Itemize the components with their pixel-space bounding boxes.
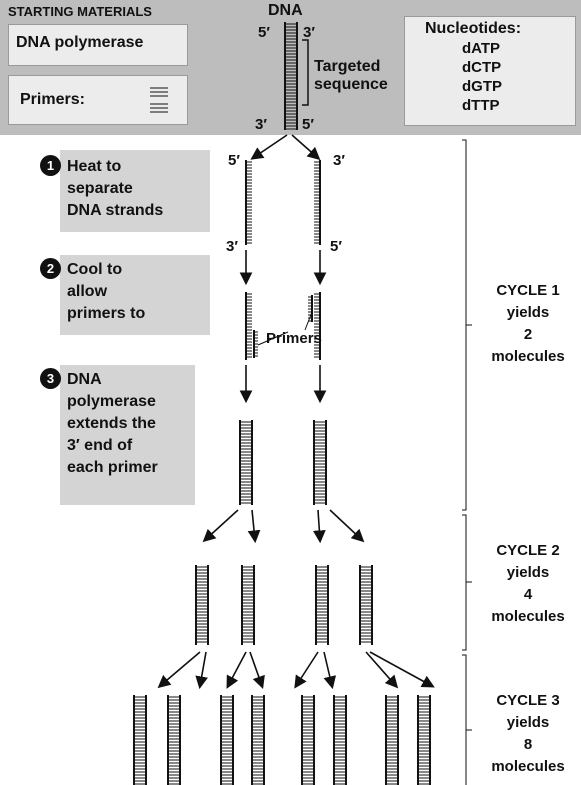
c3-arrow-4 <box>250 652 262 686</box>
cycle3-bracket <box>462 655 472 785</box>
c3-arrow-2 <box>200 652 206 686</box>
cycle1-dna-right-rungs <box>314 422 326 503</box>
cycle3-dna-3-rungs <box>221 697 233 784</box>
c3-arrow-5 <box>296 652 318 686</box>
c2-arrow-2 <box>252 510 255 540</box>
cycle2-dna-2-rungs <box>242 567 254 642</box>
cycle2-bracket <box>462 515 472 650</box>
c2-arrow-4 <box>330 510 362 540</box>
c3-arrow-3 <box>228 652 246 686</box>
cycle2-dna-1-rungs <box>196 567 208 642</box>
cycle2-dna-3-rungs <box>316 567 328 642</box>
arrow-split-left <box>253 135 287 158</box>
cycle1-bracket <box>462 140 472 510</box>
cycle3-dna-6-rungs <box>334 697 346 784</box>
cycle3-dna-7-rungs <box>386 697 398 784</box>
arrow-split-right <box>292 135 318 158</box>
primer-symbol-top <box>150 88 168 96</box>
cycle3-dna-2-rungs <box>168 697 180 784</box>
cycle3-dna-8-rungs <box>418 697 430 784</box>
cycle2-dna-4-rungs <box>360 567 372 642</box>
top-dna-rungs <box>285 24 297 129</box>
primers-pointer-left <box>258 332 288 345</box>
c3-arrow-8 <box>370 652 432 686</box>
c2-arrow-1 <box>205 510 238 540</box>
c3-arrow-1 <box>160 652 200 686</box>
cycle3-dna-1-rungs <box>134 697 146 784</box>
primer-symbol-bottom <box>150 104 168 112</box>
cycle3-dna-4-rungs <box>252 697 264 784</box>
cycle3-dna-5-rungs <box>302 697 314 784</box>
cycle1-dna-left-rungs <box>240 422 252 503</box>
c3-arrow-7 <box>366 652 396 686</box>
c2-arrow-3 <box>318 510 320 540</box>
targeted-bracket <box>302 40 308 105</box>
c3-arrow-6 <box>324 652 332 686</box>
